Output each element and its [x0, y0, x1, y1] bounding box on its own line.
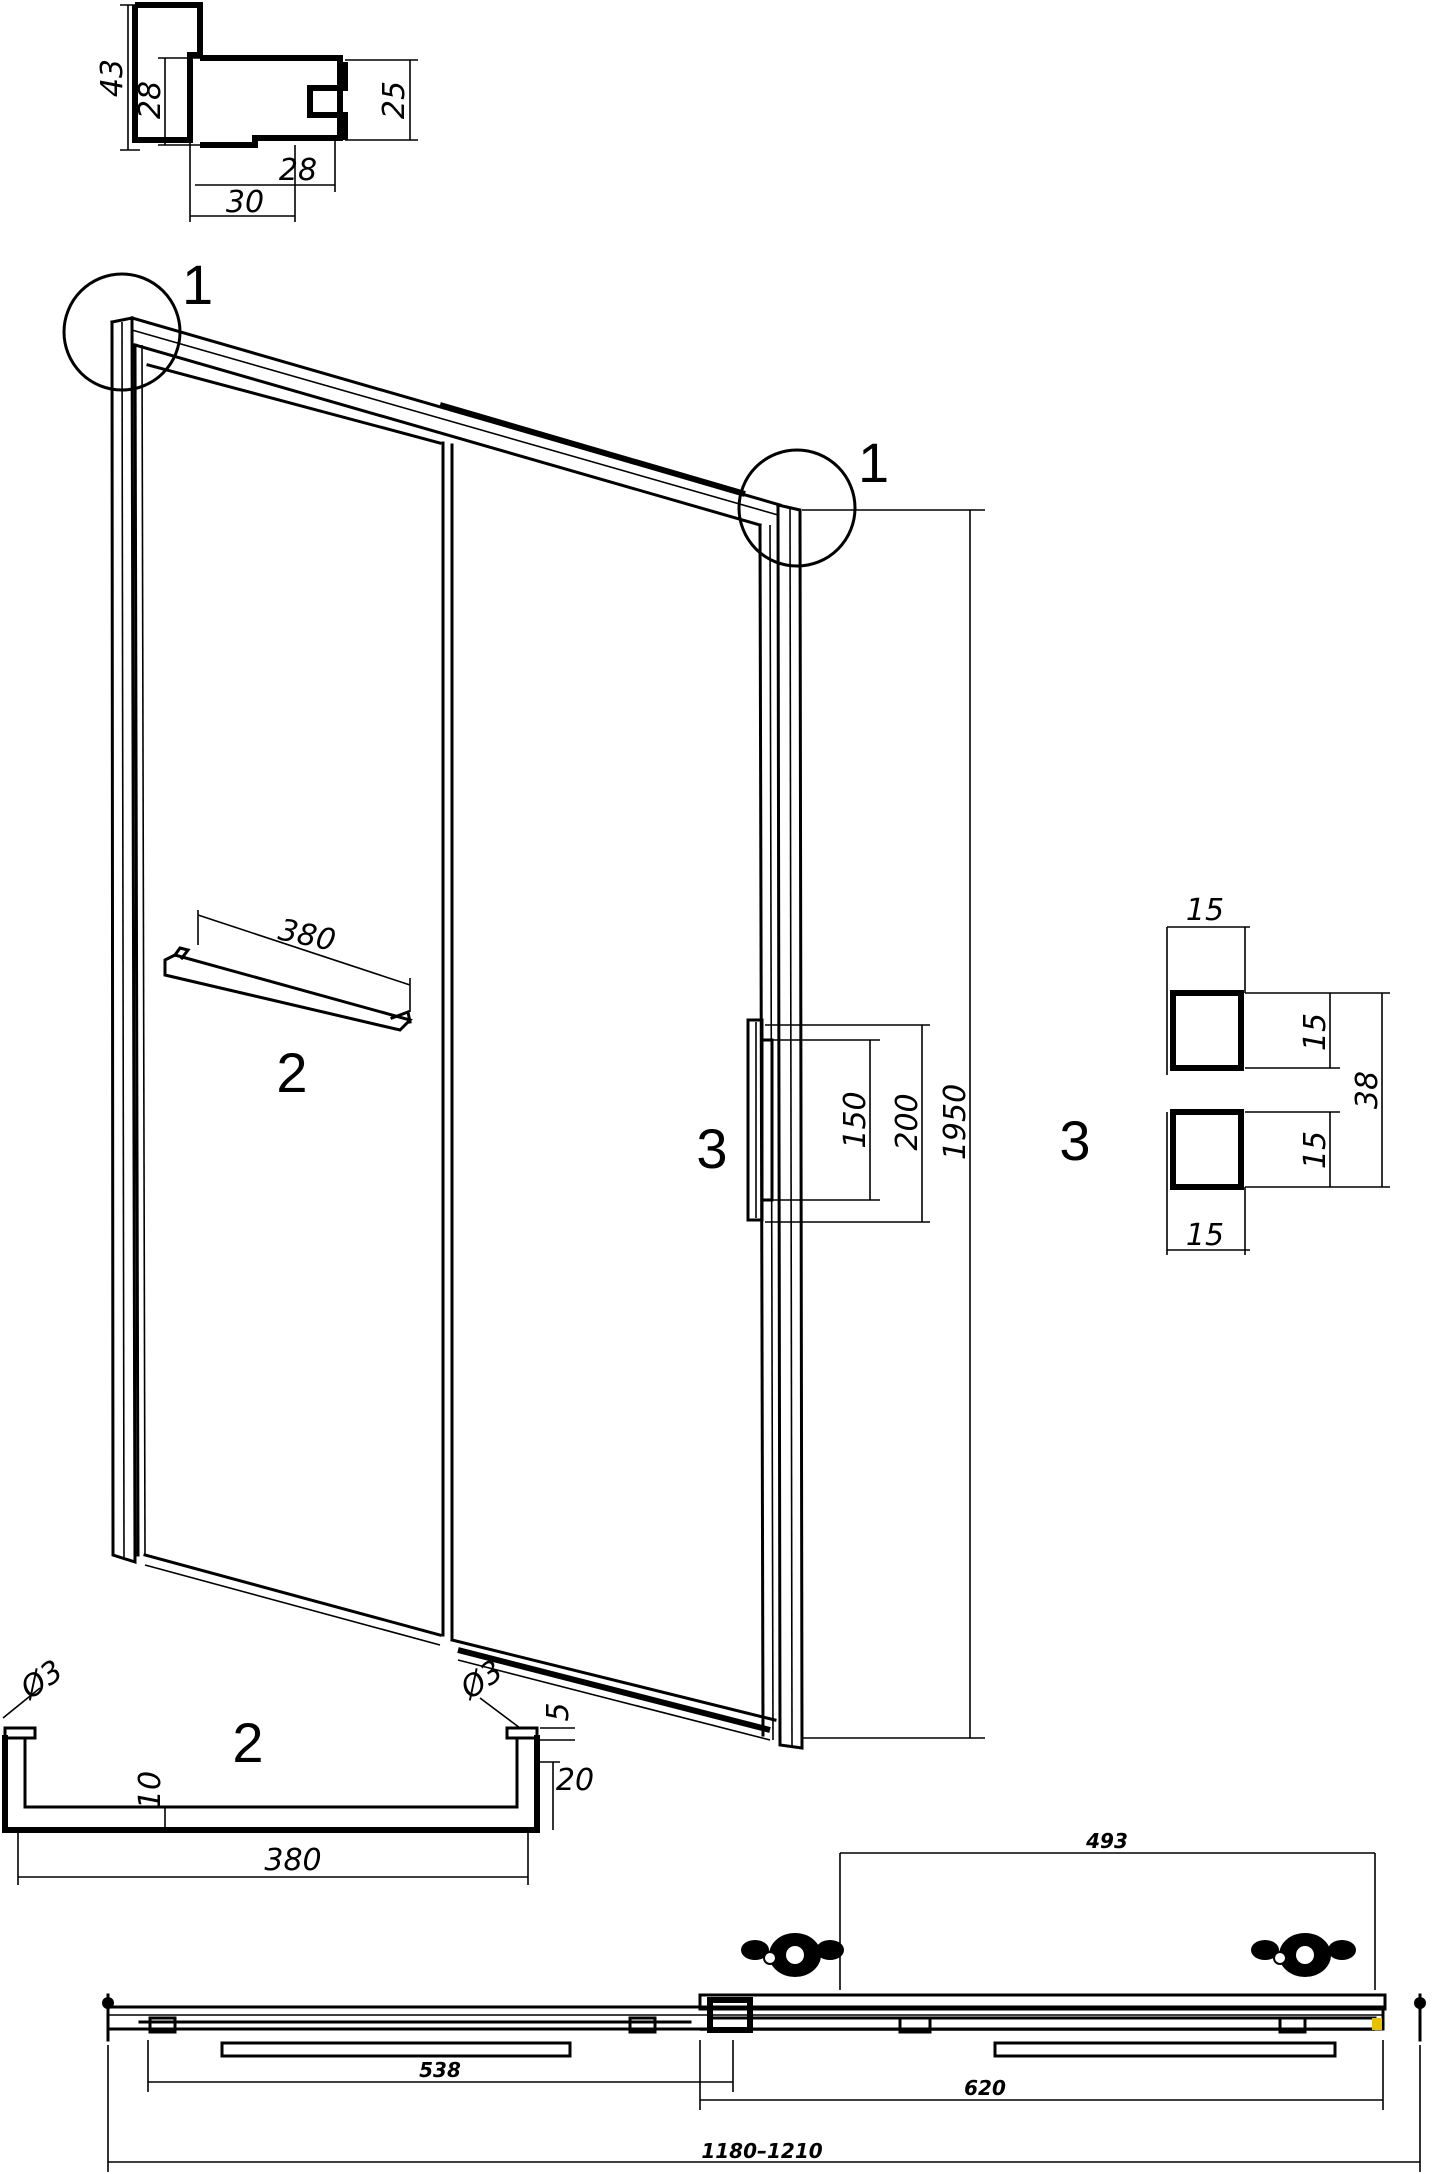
sliding-panel-track — [698, 1993, 1387, 2011]
callout-circle-1-right — [737, 448, 857, 568]
callout-circle-1-left — [62, 272, 182, 392]
dim-15-top-width: 15 — [1186, 893, 1224, 928]
dim-1950: 1950 — [938, 1084, 973, 1160]
section-top-square — [1170, 990, 1244, 1071]
track-profile-inner — [307, 62, 348, 140]
dim-25: 25 — [377, 81, 412, 119]
fixed-glass-panel — [220, 2041, 572, 2058]
dim-handle-380: 380 — [275, 913, 338, 959]
plan-view: 493 — [102, 1829, 1426, 2172]
callout-1-right: 1 — [858, 431, 889, 494]
callout-1-left: 1 — [182, 253, 213, 316]
left-wall-profile — [110, 316, 137, 1565]
dim-20: 20 — [556, 1763, 594, 1798]
track-profile-shape — [200, 55, 343, 148]
callout-2-detail: 2 — [232, 1711, 263, 1774]
callout-2: 2 — [276, 1041, 307, 1104]
dim-15-top-height: 15 — [1298, 1013, 1333, 1051]
handle-section-detail: 3 15 15 15 15 38 — [1059, 893, 1390, 1255]
dim-overall: 1180–1210 — [701, 2139, 822, 2163]
dim-30: 30 — [226, 185, 264, 220]
right-wall-profile — [776, 503, 804, 1750]
door-perspective: 1 1 380 2 3 150 200 1950 — [62, 253, 985, 1750]
dim-200: 200 — [890, 1093, 925, 1150]
dim-43: 43 — [95, 59, 130, 97]
dim-10: 10 — [133, 1771, 168, 1809]
dim-150: 150 — [838, 1091, 873, 1148]
dim-493: 493 — [1085, 1829, 1128, 1853]
dim-15-bottom-height: 15 — [1298, 1131, 1333, 1169]
dim-handle-380-detail: 380 — [264, 1843, 321, 1878]
profile-detail: 43 28 25 28 30 — [95, 2, 418, 222]
dim-28-horizontal: 28 — [279, 153, 317, 188]
yellow-accent — [1372, 2018, 1382, 2030]
dim-28-vertical: 28 — [133, 81, 168, 119]
dim-hole-left: Ø3 — [13, 1653, 70, 1707]
roller-right — [1251, 1933, 1356, 1977]
callout-3-door: 3 — [696, 1117, 727, 1180]
dim-620: 620 — [964, 2076, 1006, 2100]
wall-profile-shape — [132, 2, 203, 143]
towel-bar — [163, 953, 413, 1032]
handle-detail: 2 Ø3 Ø3 5 20 10 380 — [2, 1653, 594, 1885]
sliding-glass-panel — [993, 2041, 1337, 2058]
dim-5: 5 — [541, 1702, 576, 1721]
handle-profile-outer — [2, 1735, 540, 1833]
callout-3-section: 3 — [1059, 1109, 1090, 1172]
dim-538: 538 — [419, 2058, 461, 2082]
section-bottom-square — [1170, 1109, 1244, 1190]
roller-left — [741, 1933, 844, 1977]
dim-15-bottom-width: 15 — [1186, 1218, 1224, 1253]
dim-38: 38 — [1350, 1071, 1385, 1109]
